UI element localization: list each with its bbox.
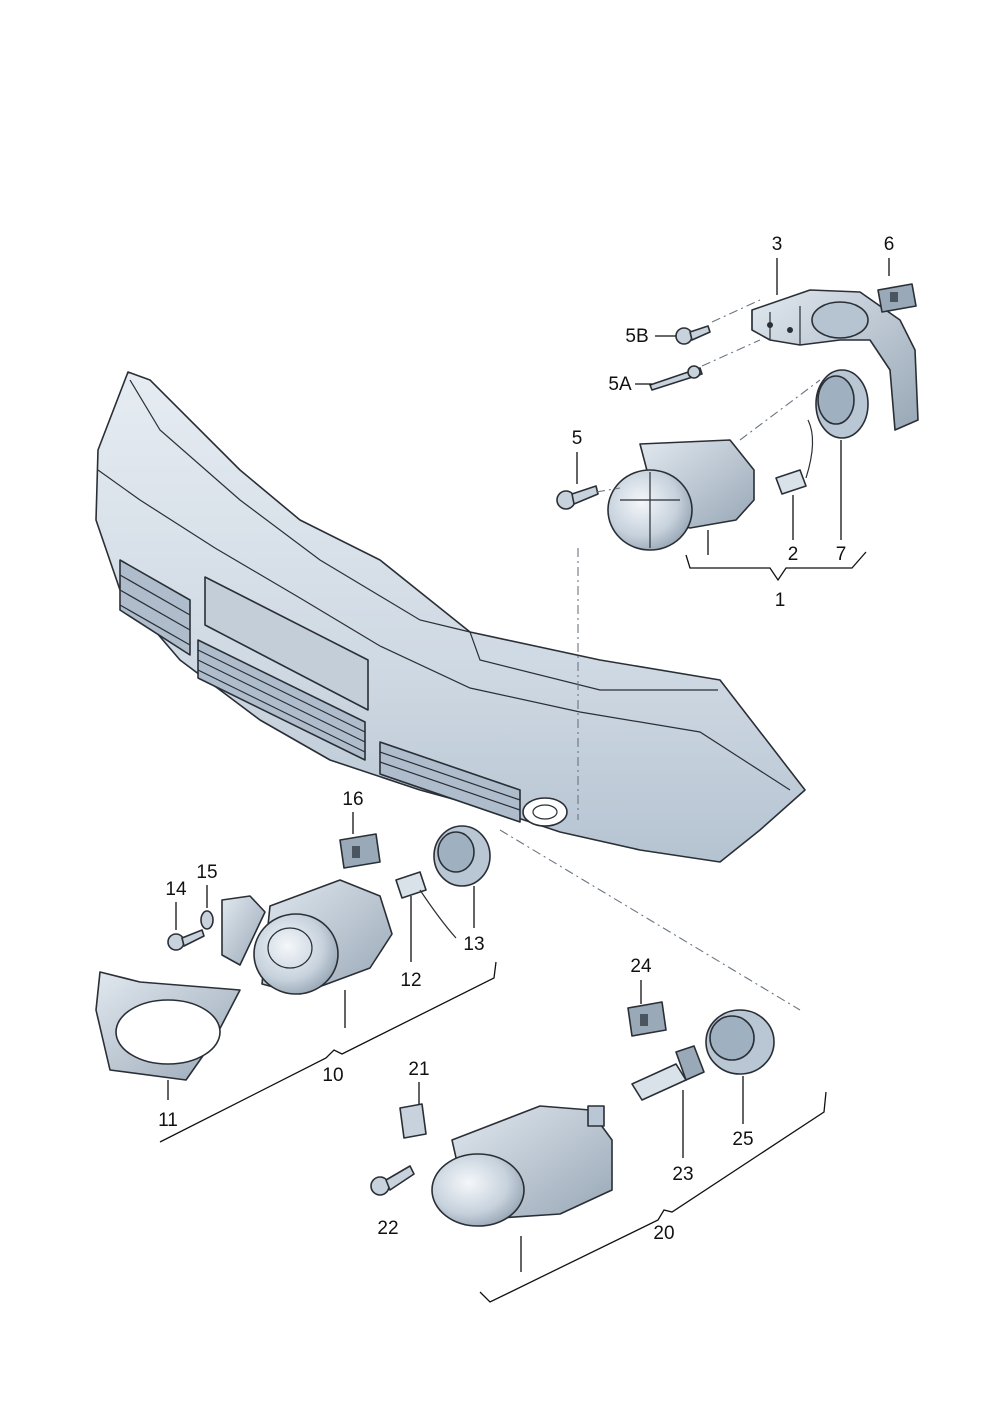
bulb-12 [395, 871, 457, 939]
screw-5 [556, 485, 599, 510]
bulb-2 [775, 419, 814, 495]
fog-light-20 [431, 1105, 613, 1227]
bulb-23 [631, 1045, 705, 1101]
callout-22: 22 [377, 1218, 398, 1239]
callout-14: 14 [165, 879, 187, 900]
callout-6: 6 [884, 234, 895, 255]
bumper-grille-left [119, 559, 191, 656]
callout-23: 23 [672, 1164, 693, 1185]
callout-5A: 5A [608, 374, 632, 395]
bumper-grille-right [379, 741, 521, 823]
front-bumper [95, 371, 806, 863]
screw-14 [167, 929, 205, 951]
cap-7 [815, 369, 869, 439]
callout-13: 13 [463, 934, 484, 955]
clip-21 [399, 1103, 427, 1139]
fog-light-10 [221, 879, 393, 995]
callout-10: 10 [322, 1065, 343, 1086]
callout-7: 7 [836, 544, 847, 565]
callout-16: 16 [342, 789, 363, 810]
cap-13 [433, 825, 491, 887]
bumper-fog-opening [522, 797, 568, 827]
connector-24 [627, 1001, 667, 1037]
bumper-grille-center [197, 639, 366, 761]
bumper-plate-recess [204, 576, 369, 711]
fog-light-1 [607, 439, 755, 551]
screw-22 [370, 1165, 415, 1196]
callout-5B: 5B [625, 326, 648, 347]
callout-2: 2 [788, 544, 799, 565]
callout-5: 5 [572, 428, 583, 449]
connector-6 [877, 283, 917, 313]
callout-1: 1 [775, 590, 786, 611]
callout-12: 12 [400, 970, 421, 991]
washer-15 [200, 910, 214, 930]
callout-15: 15 [196, 862, 217, 883]
callout-3: 3 [772, 234, 783, 255]
cap-25 [705, 1009, 775, 1075]
callout-11: 11 [158, 1110, 178, 1131]
connector-16 [339, 833, 381, 869]
callout-20: 20 [653, 1223, 674, 1244]
rivet-5A [649, 365, 703, 391]
callout-21: 21 [408, 1059, 429, 1080]
callout-labels: 3 6 5B 5A 5 2 7 1 16 14 15 13 12 10 11 2… [158, 234, 894, 1244]
callout-25: 25 [732, 1129, 753, 1150]
screw-5B [675, 325, 711, 345]
trim-ring-11 [95, 971, 241, 1081]
callout-24: 24 [630, 956, 652, 977]
bracket-3 [751, 289, 919, 431]
leader-lines [159, 258, 890, 1303]
